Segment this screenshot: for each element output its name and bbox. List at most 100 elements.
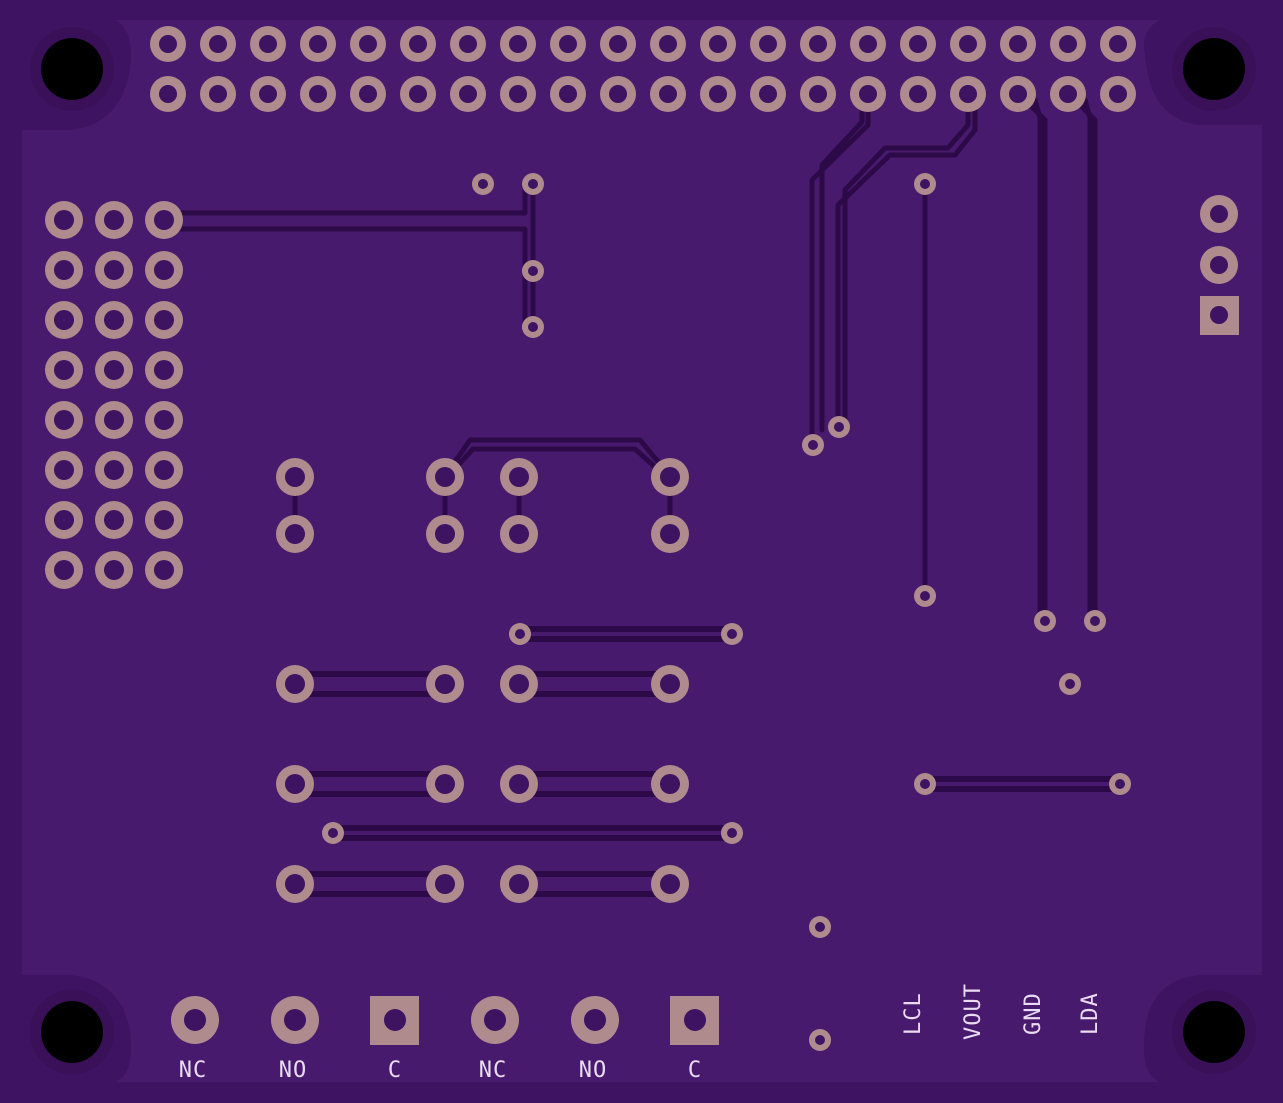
gpio-pin-hole [359,35,377,53]
gpio-pin-hole [159,85,177,103]
left-header-pin-hole [104,360,124,380]
via-hole [328,828,338,838]
gpio-pin-hole [959,85,977,103]
gpio-pin-hole [709,85,727,103]
gpio-pin-hole [909,85,927,103]
via-hole [920,179,930,189]
gpio-pin-hole [909,35,927,53]
copper-pour [22,20,1262,1082]
relay-pad-hole [435,774,455,794]
left-header-pin-hole [154,510,174,530]
left-header-pin-hole [54,260,74,280]
via-hole [727,828,737,838]
via-hole [1115,779,1125,789]
label-no-1: NO [279,1058,308,1083]
left-header-pin-hole [154,560,174,580]
relay-pad-hole [285,874,305,894]
gpio-pin-hole [459,35,477,53]
via-hole [1065,679,1075,689]
gpio-pin-hole [609,35,627,53]
silkscreen-labels: NC NO C NC NO C LCL VOUT GND LDA [179,983,1103,1083]
gpio-pin-hole [359,85,377,103]
right-pin-header [1200,195,1239,335]
gpio-pin-hole [259,35,277,53]
label-vout: VOUT [961,983,986,1040]
gpio-pin-hole [209,85,227,103]
relay-pad-hole [435,674,455,694]
gpio-pin-hole [959,35,977,53]
gpio-pin-hole [759,85,777,103]
label-lda: LDA [1078,992,1103,1035]
gpio-pin-hole [309,35,327,53]
relay-pad-hole [509,524,529,544]
gpio-pin-hole [509,35,527,53]
label-c-2: C [688,1058,702,1083]
label-c-1: C [388,1058,402,1083]
via-hole [478,179,488,189]
gpio-pin-hole [859,35,877,53]
gpio-pin-hole [559,85,577,103]
gpio-pin-hole [1059,35,1077,53]
left-header-pin-hole [104,310,124,330]
left-header-pin-hole [154,360,174,380]
label-nc-1: NC [179,1058,208,1083]
relay-pad-hole [509,467,529,487]
left-pin-header [45,201,183,589]
relay-pad-hole [660,774,680,794]
left-header-pin-hole [154,460,174,480]
gpio-pin-hole [1109,85,1127,103]
via-hole [727,629,737,639]
gpio-pin-hole [659,85,677,103]
gpio-pin-hole [859,85,877,103]
via-hole [528,179,538,189]
left-header-pin-hole [54,460,74,480]
relay-pad-hole [285,524,305,544]
gpio-pin-hole [459,85,477,103]
gpio-pin-hole [509,85,527,103]
left-header-pin-hole [104,260,124,280]
via-hole [808,440,818,450]
via-hole [1040,616,1050,626]
via-hole [515,629,525,639]
label-gnd: GND [1021,992,1046,1035]
via-hole [920,591,930,601]
left-header-pin-hole [54,310,74,330]
left-header-pin-hole [154,310,174,330]
relay-pad-hole [435,467,455,487]
via-hole [815,1035,825,1045]
label-no-2: NO [579,1058,608,1083]
gpio-pin-hole [409,35,427,53]
relay-pad-hole [660,874,680,894]
via-hole [528,266,538,276]
relay-pad-hole [435,524,455,544]
left-header-pin-hole [54,510,74,530]
gpio-pin-hole [609,85,627,103]
gpio-header [150,26,1136,112]
relay-pad-hole [509,874,529,894]
gpio-pin-hole [709,35,727,53]
vias [322,173,1131,1051]
relay-pad-hole [435,874,455,894]
gpio-pin-hole [1009,85,1027,103]
gpio-pin-hole [409,85,427,103]
terminal-block [171,996,719,1045]
gpio-pin-hole [659,35,677,53]
relay-pad-hole [285,674,305,694]
left-header-pin-hole [154,210,174,230]
via-hole [1090,616,1100,626]
left-header-pin-hole [104,410,124,430]
relay-pad-hole [509,674,529,694]
left-header-pin-hole [154,410,174,430]
gpio-pin-hole [159,35,177,53]
relay-pad-hole [509,774,529,794]
via-hole [815,922,825,932]
label-nc-2: NC [479,1058,508,1083]
left-header-pin-hole [54,410,74,430]
gpio-pin-hole [1059,85,1077,103]
relay-pad-hole [660,524,680,544]
relay-pad-hole [285,774,305,794]
via-hole [920,779,930,789]
gpio-pin-hole [259,85,277,103]
left-header-pin-hole [104,460,124,480]
